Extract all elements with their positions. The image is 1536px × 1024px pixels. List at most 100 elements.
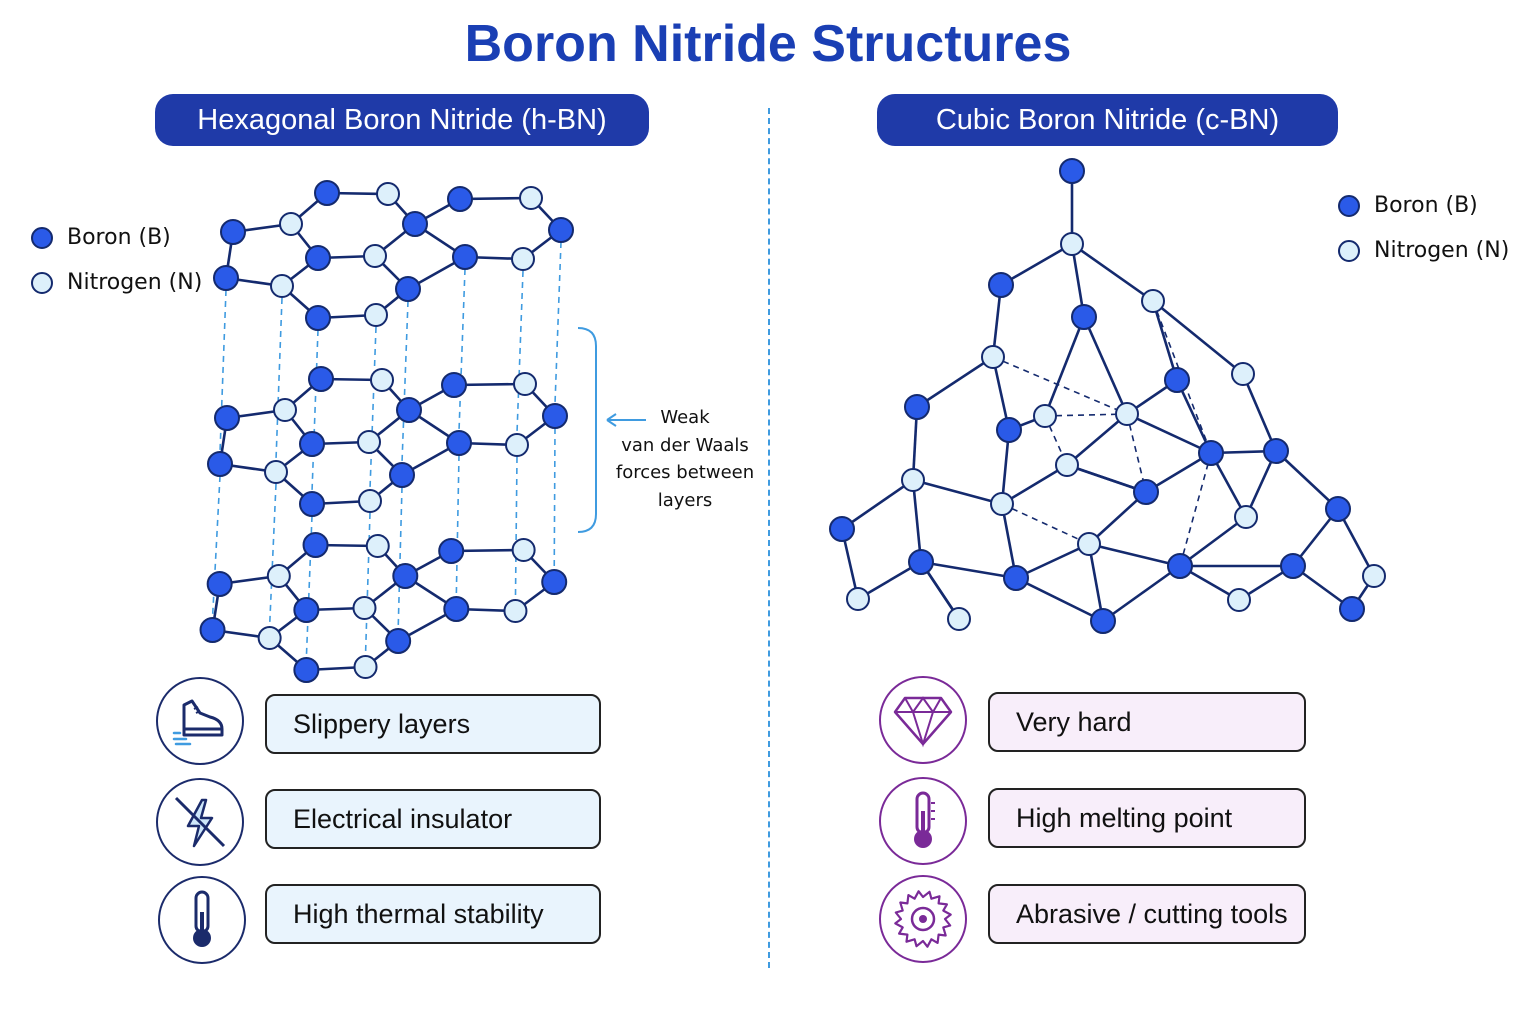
boron-atom bbox=[542, 403, 568, 429]
boron-atom bbox=[548, 217, 574, 243]
boron-atom bbox=[1263, 438, 1289, 464]
boron-atom bbox=[213, 265, 239, 291]
saw-ring bbox=[910, 906, 936, 932]
section-divider bbox=[768, 108, 770, 968]
nitrogen-atom bbox=[264, 460, 288, 484]
property-high-thermal-stability: High thermal stability bbox=[265, 884, 601, 944]
van-der-waals-note: Weak van der Waals forces between layers bbox=[612, 404, 758, 514]
boron-atom bbox=[1325, 496, 1351, 522]
property-abrasive-cutting-tools: Abrasive / cutting tools bbox=[988, 884, 1306, 944]
interlayer-guide bbox=[516, 270, 524, 434]
dashed-bond bbox=[1126, 413, 1212, 454]
nitrogen-atom bbox=[511, 538, 536, 562]
boron-atom bbox=[389, 462, 415, 488]
interlayer-guide bbox=[553, 427, 556, 571]
hbn-legend: Boron (B) Nitrogen (N) bbox=[31, 215, 202, 305]
nitrogen-atom bbox=[257, 626, 282, 650]
property-high-melting-point: High melting point bbox=[988, 788, 1306, 848]
bond bbox=[916, 355, 994, 409]
nitrogen-atom bbox=[370, 368, 394, 392]
nitrogen-atom bbox=[365, 534, 390, 558]
saw-blade-icon bbox=[879, 875, 967, 963]
boron-atom bbox=[1090, 608, 1116, 634]
boron-atom bbox=[395, 276, 421, 302]
nitrogen-atom bbox=[1141, 289, 1165, 313]
boron-atom bbox=[402, 211, 428, 237]
boron-atom bbox=[443, 596, 470, 622]
nitrogen-atom bbox=[947, 607, 971, 631]
boron-atom bbox=[446, 430, 472, 456]
interlayer-guide bbox=[369, 326, 377, 490]
nitrogen-atom bbox=[1077, 532, 1101, 556]
cbn-legend: Boron (B) Nitrogen (N) bbox=[1338, 183, 1509, 273]
bond bbox=[1087, 543, 1105, 622]
nitrogen-atom bbox=[1231, 362, 1255, 386]
nitrogen-legend-dot bbox=[1338, 239, 1360, 262]
dashed-bond bbox=[1044, 413, 1128, 417]
dashed-bond bbox=[992, 356, 1128, 415]
boron-atom bbox=[1198, 440, 1224, 466]
nitrogen-atom bbox=[363, 244, 387, 268]
page-title: Boron Nitride Structures bbox=[464, 15, 1072, 73]
boron-atom bbox=[829, 516, 855, 542]
van-der-waals-bracket bbox=[577, 327, 646, 533]
nitrogen-atom bbox=[1033, 404, 1057, 428]
boron-atom bbox=[305, 305, 331, 331]
bond bbox=[1179, 515, 1247, 568]
nitrogen-atom bbox=[846, 587, 870, 611]
boron-atom bbox=[441, 372, 467, 398]
interlayer-guide bbox=[458, 268, 466, 432]
boron-atom bbox=[1003, 565, 1029, 591]
note-line: layers bbox=[657, 489, 713, 511]
nitrogen-atom bbox=[981, 345, 1005, 369]
boron-atom bbox=[207, 451, 233, 477]
nitrogen-atom bbox=[352, 596, 377, 620]
legend-nitrogen-label: Nitrogen (N) bbox=[1374, 238, 1510, 263]
interlayer-guide bbox=[514, 456, 518, 600]
bond bbox=[841, 478, 914, 531]
boron-legend-dot bbox=[1338, 194, 1360, 217]
nitrogen-atom bbox=[511, 247, 535, 271]
hbn-lattice bbox=[199, 180, 574, 683]
hbn-layer-3 bbox=[199, 532, 568, 683]
legend-boron-label: Boron (B) bbox=[1374, 193, 1478, 218]
boron-atom bbox=[1164, 367, 1190, 393]
boron-atom bbox=[1280, 553, 1306, 579]
bond bbox=[1275, 450, 1339, 510]
interlayer-guide bbox=[554, 241, 562, 405]
nitrogen-atom bbox=[519, 186, 543, 210]
interlayer-guide bbox=[397, 486, 403, 630]
nitrogen-atom bbox=[376, 182, 400, 206]
note-line: van der Waals bbox=[621, 434, 749, 456]
boron-atom bbox=[1339, 596, 1365, 622]
nitrogen-atom bbox=[266, 564, 291, 588]
boron-atom bbox=[447, 186, 473, 212]
dashed-bond bbox=[1179, 452, 1212, 567]
nitrogen-atom bbox=[990, 492, 1014, 516]
boron-atom bbox=[214, 405, 240, 431]
boron-atom bbox=[396, 397, 422, 423]
boron-atom bbox=[908, 549, 934, 575]
bond bbox=[1102, 564, 1181, 623]
shoe-icon bbox=[156, 677, 244, 765]
bond bbox=[1043, 316, 1086, 417]
diamond-icon bbox=[879, 676, 967, 764]
boron-atom bbox=[299, 431, 325, 457]
nitrogen-atom bbox=[357, 430, 381, 454]
bond bbox=[1152, 299, 1244, 376]
no-lightning-icon bbox=[156, 778, 244, 866]
boron-legend-dot bbox=[31, 226, 53, 249]
boron-atom bbox=[1167, 553, 1193, 579]
interlayer-guide bbox=[401, 300, 409, 464]
thermometer-icon bbox=[879, 777, 967, 865]
hbn-layer-1 bbox=[213, 180, 574, 331]
dashed-bond bbox=[1088, 543, 1181, 567]
nitrogen-atom bbox=[364, 303, 388, 327]
nitrogen-atom bbox=[503, 599, 528, 623]
boron-atom bbox=[1059, 158, 1085, 184]
boron-atom bbox=[1133, 479, 1159, 505]
interlayer-guide bbox=[268, 483, 277, 627]
property-electrical-insulator: Electrical insulator bbox=[265, 789, 601, 849]
bond bbox=[1015, 576, 1104, 623]
bond bbox=[1066, 463, 1147, 494]
